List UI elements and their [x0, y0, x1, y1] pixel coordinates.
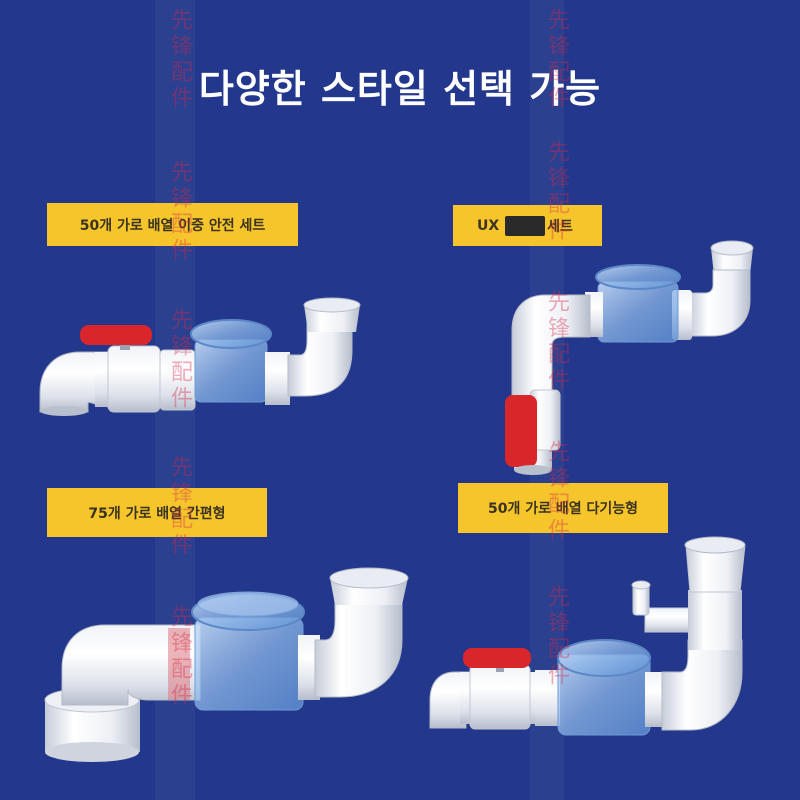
watermark: 先锋配件: [544, 140, 569, 244]
product-1-image: [39, 297, 361, 416]
filter-housing: [194, 617, 304, 711]
pipe-elbow: [287, 317, 353, 397]
pipe-opening: [40, 406, 88, 416]
pipe-opening: [514, 465, 552, 475]
watermark: 先锋配件: [167, 605, 192, 709]
pipe-cup: [304, 305, 360, 332]
coupling: [265, 352, 290, 405]
product-label-text: 75개 가로 배열 간편형: [88, 505, 226, 522]
valve-body: [469, 664, 531, 730]
pipe-cup: [711, 248, 753, 275]
side-fitting: [644, 607, 691, 633]
watermark: 先锋配件: [167, 455, 192, 559]
watermark: 先锋配件: [167, 8, 192, 112]
pipe-cup-rim: [710, 240, 754, 256]
filter-lid-top: [197, 591, 299, 617]
pipe-elbow: [314, 597, 403, 698]
watermark: 先锋配件: [544, 8, 569, 112]
filter-lid: [595, 264, 681, 290]
coupling: [535, 670, 560, 726]
filter-housing: [597, 281, 679, 343]
pipe-cup-rim: [684, 536, 746, 554]
pipe-base-bottom: [45, 742, 139, 762]
watermark: 先锋配件: [544, 440, 569, 544]
filter-housing: [194, 339, 268, 403]
filter-lid: [190, 319, 272, 349]
watermark: 先锋配件: [167, 308, 192, 412]
product-label-prefix: UX: [477, 217, 500, 234]
pipe-elbow: [689, 269, 751, 337]
label-redaction-block: [505, 215, 546, 236]
product-label-ux-set: UX 세트: [453, 205, 602, 246]
product-2-image: [505, 240, 754, 475]
filter-lid: [557, 639, 651, 677]
product-label-simple-type: 75개 가로 배열 간편형: [47, 488, 267, 537]
product-3-image: [44, 567, 409, 762]
valve-handle: [463, 648, 531, 668]
product-4-image: [429, 536, 746, 736]
vertical-pipe: [688, 590, 742, 650]
product-label-double-safety-set: 50개 가로 배열 이중 안전 세트: [47, 203, 298, 246]
product-label-multifunction-type: 50개 가로 배열 다기능형: [458, 483, 668, 533]
product-label-text: 50개 가로 배열 이중 안전 세트: [79, 217, 266, 234]
page-title: 다양한 스타일 선택 가능: [198, 67, 602, 111]
pipe-elbow: [661, 639, 743, 731]
valve-body: [107, 345, 161, 413]
pipe-elbow: [61, 624, 201, 706]
valve-handle: [505, 395, 537, 467]
side-nozzle-tip: [631, 580, 651, 590]
valve-handle: [80, 325, 152, 345]
watermark: 先锋配件: [544, 585, 569, 689]
watermark: 先锋配件: [167, 160, 192, 264]
product-label-text: 50개 가로 배열 다기능형: [487, 501, 639, 517]
pipe-cup-rim: [303, 297, 361, 313]
pipe-cup-rim: [329, 567, 409, 589]
product-label-suffix: 세트: [547, 218, 573, 235]
coupling-ring: [168, 628, 190, 700]
watermark: 先锋配件: [544, 290, 569, 394]
